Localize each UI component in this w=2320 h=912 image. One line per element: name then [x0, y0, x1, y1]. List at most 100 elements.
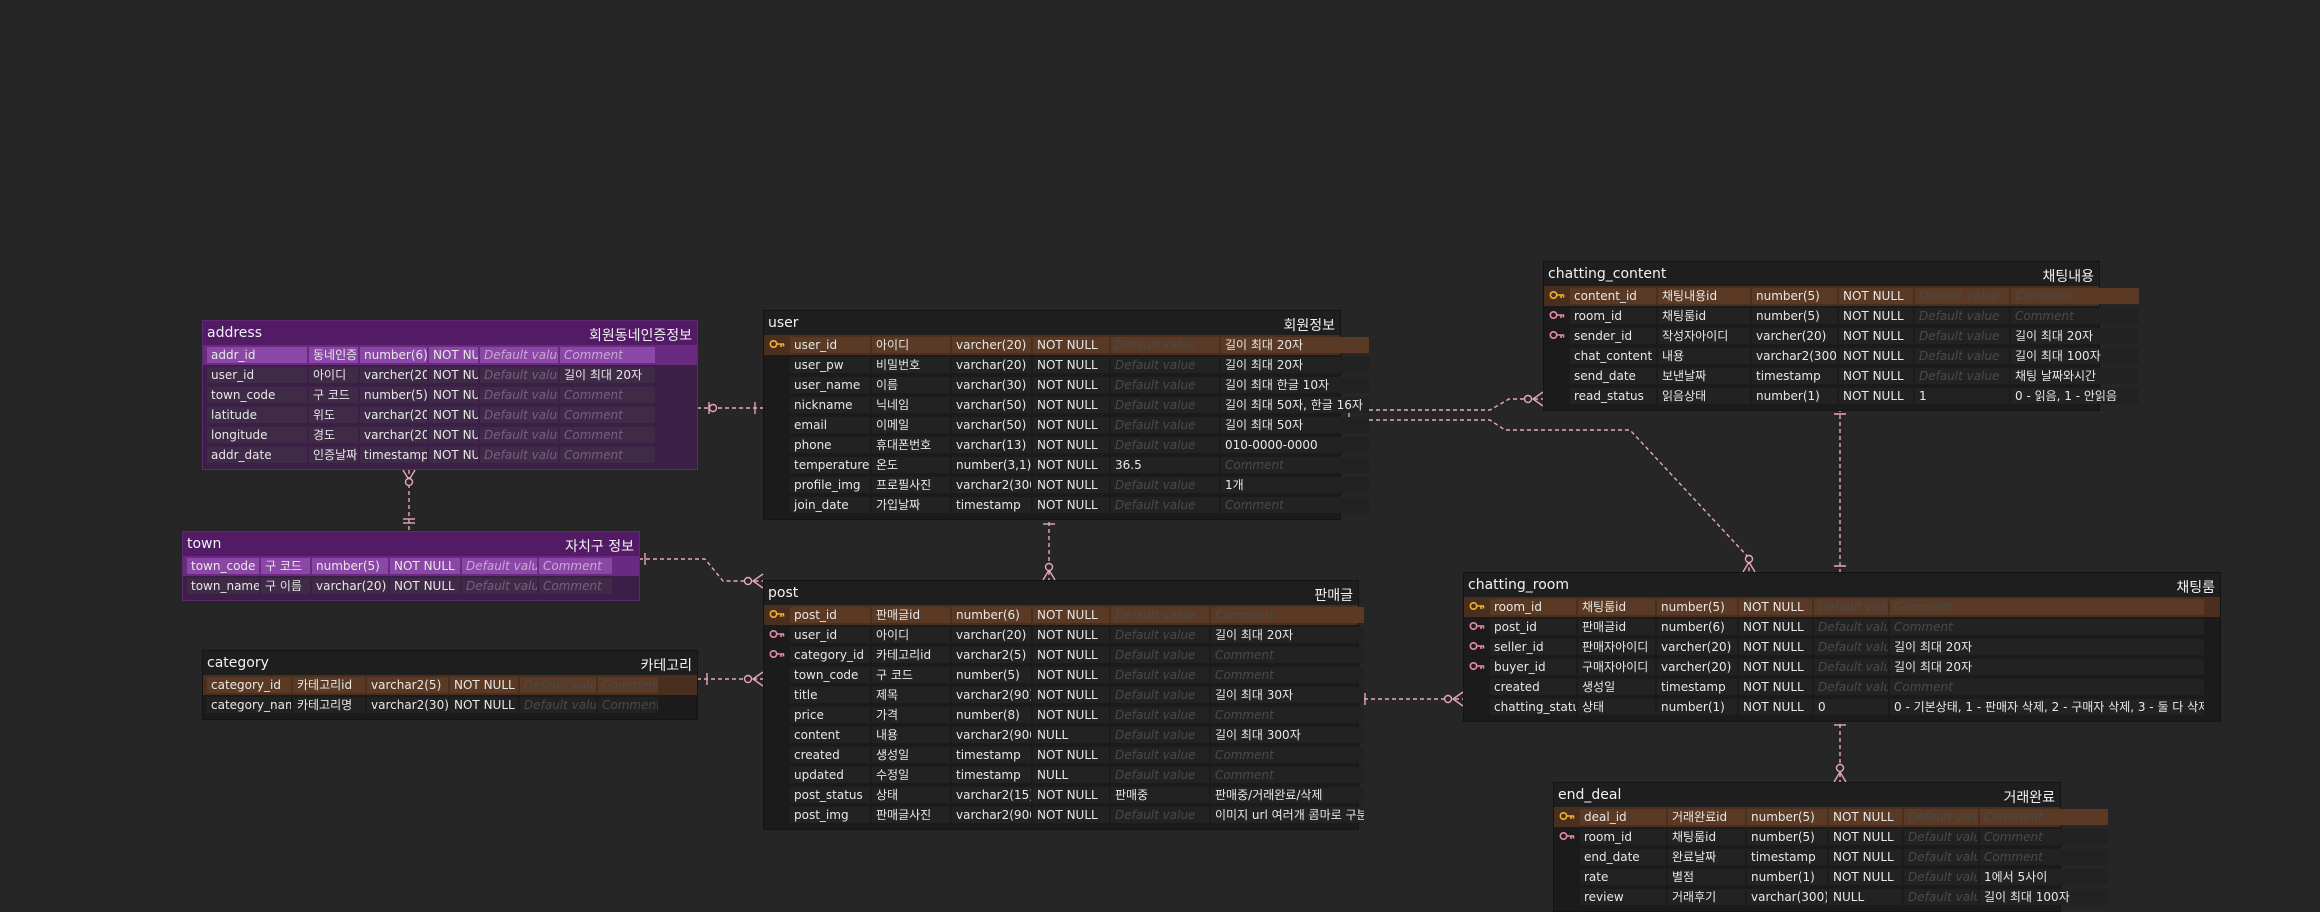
col-comment: 길이 최대 50자 — [1221, 417, 1369, 433]
col-type: number(5) — [952, 667, 1031, 683]
foreign-key-icon — [769, 649, 785, 659]
col-type: varchar(300) — [1747, 889, 1827, 905]
col-default: Default value — [1111, 437, 1219, 453]
col-default: Default value — [1111, 607, 1209, 623]
col-logical: 비밀번호 — [872, 357, 950, 373]
col-logical: 채팅룸id — [1578, 599, 1655, 615]
table-name: chatting_room — [1468, 577, 1569, 593]
col-null: NULL — [1829, 889, 1902, 905]
col-null: NOT NULL — [1839, 328, 1913, 344]
col-default: Default value — [1111, 687, 1209, 703]
col-null: NOT NULL — [429, 447, 478, 463]
col-comment: Comment — [560, 407, 655, 423]
col-name: end_date — [1580, 849, 1666, 865]
table-address[interactable]: address회원동네인증정보addr_id동네인증idnumber(6)NOT… — [202, 320, 698, 470]
table-name: user — [768, 315, 799, 331]
col-logical: 제목 — [872, 687, 950, 703]
col-default: Default value — [1111, 397, 1219, 413]
col-comment: 1에서 5사이 — [1980, 869, 2108, 885]
col-name: category_id — [790, 647, 870, 663]
col-type: number(5) — [312, 558, 388, 574]
col-default: Default value — [1111, 477, 1219, 493]
col-null: NOT NULL — [1829, 869, 1902, 885]
col-null: NOT NULL — [1033, 627, 1109, 643]
col-null: NOT NULL — [1829, 849, 1902, 865]
column-row[interactable]: category_name카테고리명varchar2(30)NOT NULLDe… — [203, 695, 697, 715]
col-logical: 내용 — [1658, 348, 1750, 364]
col-type: number(8) — [952, 707, 1031, 723]
col-name: post_status — [790, 787, 870, 803]
col-logical: 닉네임 — [872, 397, 950, 413]
col-comment: Comment — [1980, 829, 2108, 845]
col-comment: 길이 최대 20자 — [1890, 639, 2204, 655]
col-comment: 길이 최대 20자 — [1890, 659, 2204, 675]
col-null: NOT NULL — [390, 558, 460, 574]
col-null: NOT NULL — [1829, 829, 1902, 845]
col-comment: 길이 최대 20자 — [2011, 328, 2139, 344]
primary-key-icon — [769, 609, 785, 619]
col-default: Default value — [1904, 829, 1978, 845]
